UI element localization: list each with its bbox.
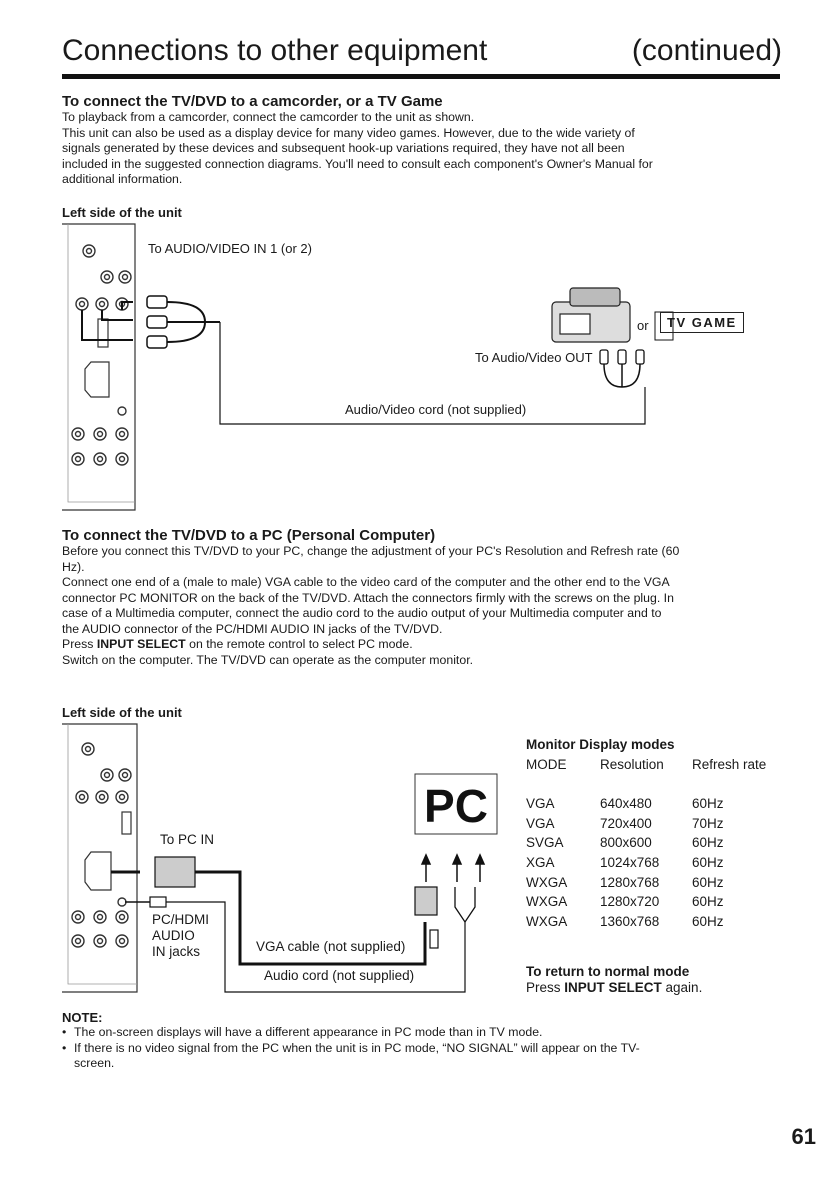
para-line: Connect one end of a (male to male) VGA … <box>62 575 670 589</box>
unit-side-panel <box>62 723 138 993</box>
signal-arrows <box>420 853 486 882</box>
section-heading-pc: To connect the TV/DVD to a PC (Personal … <box>62 527 436 544</box>
para-line: the AUDIO connector of the PC/HDMI AUDIO… <box>62 621 443 636</box>
to-av-out-label: To Audio/Video OUT <box>475 350 593 365</box>
note-item: •The on-screen displays will have a diff… <box>62 1025 543 1039</box>
vga-port-icon <box>84 851 112 891</box>
vga-cable-label: VGA cable (not supplied) <box>256 939 406 954</box>
para-line: This unit can also be used as a display … <box>62 125 635 140</box>
note-item-cont: screen. <box>74 1056 115 1070</box>
pc-connection-diagram: PC <box>62 723 498 993</box>
monitor-modes-title: Monitor Display modes <box>526 737 675 752</box>
camcorder-icon <box>551 287 631 343</box>
page-number: 61 <box>791 1124 816 1149</box>
para-line: case of a Multimedia computer, connect t… <box>62 606 662 620</box>
continued-label: (continued) <box>631 34 782 67</box>
col-header-resolution: Resolution <box>600 757 664 772</box>
tv-game-label: TV GAME <box>660 312 744 333</box>
note-item: •If there is no video signal from the PC… <box>62 1040 640 1055</box>
av-out-plugs <box>599 349 645 365</box>
note-title: NOTE: <box>62 1010 103 1025</box>
vga-plug-icon <box>154 856 196 888</box>
header-rule <box>62 74 780 79</box>
col-header-mode: MODE <box>526 757 567 772</box>
section-heading-camcorder: To connect the TV/DVD to a camcorder, or… <box>62 93 443 110</box>
unit-jacks <box>71 742 132 948</box>
para-line: connector PC MONITOR on the back of the … <box>62 590 674 605</box>
return-normal-mode: To return to normal mode Press INPUT SEL… <box>526 964 702 995</box>
para-line-press: Press INPUT SELECT on the remote control… <box>62 637 413 651</box>
pc-logo: PC <box>424 780 488 832</box>
section-pc: To connect the TV/DVD to a PC (Personal … <box>62 527 787 668</box>
return-title: To return to normal mode <box>526 964 690 979</box>
page-title: Connections to other equipment <box>62 34 488 67</box>
para-line: signals generated by these devices and s… <box>62 141 625 155</box>
av-cord-label: Audio/Video cord (not supplied) <box>345 402 527 417</box>
para-line: additional information. <box>62 172 183 186</box>
return-instruction: Press INPUT SELECT again. <box>526 979 703 995</box>
para-line: included in the suggested connection dia… <box>62 156 653 171</box>
or-label: or <box>637 318 649 333</box>
pc-hdmi-audio-label: PC/HDMI AUDIO IN jacks <box>152 912 209 959</box>
side-label-2: Left side of the unit <box>62 705 182 720</box>
section-camcorder: To connect the TV/DVD to a camcorder, or… <box>62 93 782 188</box>
camcorder-connection-diagram <box>62 223 674 511</box>
side-label-1: Left side of the unit <box>62 205 182 220</box>
table-header-row: MODE Resolution Refresh rate <box>526 757 766 777</box>
para-line: Switch on the computer. The TV/DVD can o… <box>62 652 474 667</box>
note-section: NOTE: •The on-screen displays will have … <box>62 1010 792 1072</box>
pc-box <box>414 773 498 835</box>
monitor-modes: Monitor Display modes MODE Resolution Re… <box>526 737 766 933</box>
audio-cord-label: Audio cord (not supplied) <box>264 968 415 983</box>
col-header-refresh: Refresh rate <box>692 757 767 772</box>
to-av-in-label: To AUDIO/VIDEO IN 1 (or 2) <box>148 241 312 256</box>
unit-side-panel <box>62 223 136 511</box>
para-line: Before you connect this TV/DVD to your P… <box>62 544 680 558</box>
unit-jacks <box>71 244 132 466</box>
to-pc-in-label: To PC IN <box>160 832 215 847</box>
para-line: To playback from a camcorder, connect th… <box>62 110 475 124</box>
rca-plugs <box>146 295 168 349</box>
para-line: Hz). <box>62 559 85 574</box>
vga-connector-icon <box>84 361 110 398</box>
